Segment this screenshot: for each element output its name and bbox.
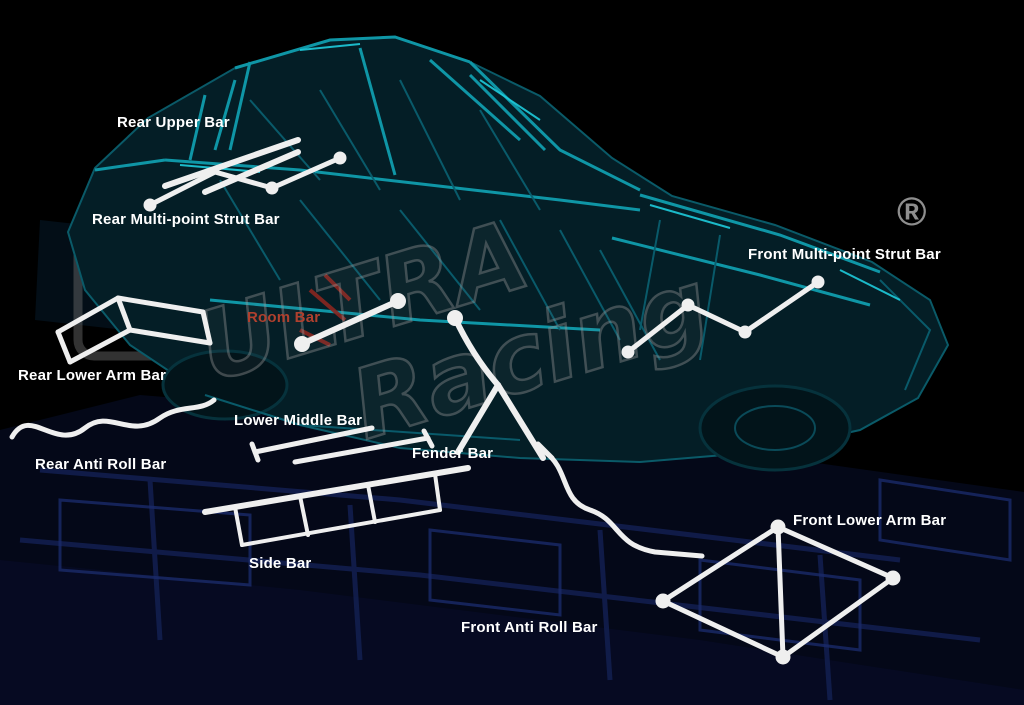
rear-multi-point-strut-bar-shape [143,151,347,212]
label-fender-bar: Fender Bar [412,445,494,462]
label-lower-middle-bar: Lower Middle Bar [234,412,363,429]
label-rear-upper-bar: Rear Upper Bar [117,114,230,131]
label-front-anti-roll-bar: Front Anti Roll Bar [461,619,598,636]
rear-anti-roll-bar-shape [9,397,217,440]
front-lower-arm-bar-shape [655,519,901,665]
rear-upper-bar-shape [162,137,301,195]
label-front-multi-point-strut-bar: Front Multi-point Strut Bar [748,246,941,263]
front-multi-point-strut-bar-shape [621,275,825,359]
front-wheel [698,384,852,472]
front-anti-roll-bar-shape [535,441,705,559]
label-rear-lower-arm-bar: Rear Lower Arm Bar [18,367,167,384]
label-side-bar: Side Bar [249,555,312,572]
label-rear-anti-roll-bar: Rear Anti Roll Bar [35,456,167,473]
rear-lower-arm-bar-shape [55,295,213,365]
room-bar-shape [294,293,406,352]
side-bar-shape [202,465,471,547]
fender-bar-shape [447,310,546,461]
label-rear-multi-point-strut-bar: Rear Multi-point Strut Bar [92,211,280,228]
registered-trademark-symbol: ® [897,190,927,234]
rear-wheel [161,349,289,421]
label-front-lower-arm-bar: Front Lower Arm Bar [793,512,947,529]
lower-middle-bar-shape [249,425,435,465]
label-room-bar: Room Bar [247,309,321,326]
